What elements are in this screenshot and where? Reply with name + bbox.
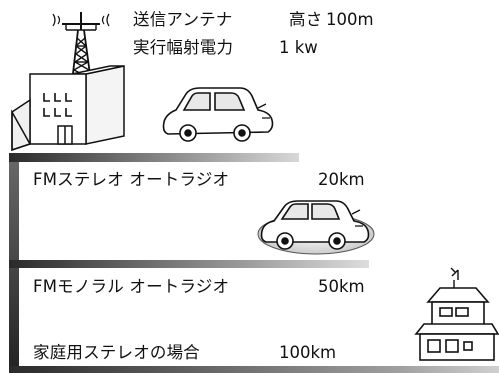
- antenna-height-value: 100m: [326, 10, 374, 29]
- broadcast-station-building-icon: [11, 65, 125, 152]
- fm-mono-car-radio-label: FMモノラル オートラジオ: [33, 277, 230, 296]
- radiated-power-value: 1 kw: [279, 38, 318, 57]
- signal-range-bar-100km: [9, 366, 499, 373]
- antenna-height-label: 高さ: [289, 10, 323, 29]
- fm-mono-car-radio-range: 50km: [318, 277, 365, 296]
- fm-stereo-car-radio-range: 20km: [318, 170, 365, 189]
- signal-range-bar-50km: [9, 260, 369, 268]
- house-icon: [414, 267, 499, 361]
- fm-stereo-car-radio-label: FMステレオ オートラジオ: [33, 170, 230, 189]
- antenna-label: 送信アンテナ: [133, 10, 233, 29]
- radiated-power-label: 実行幅射電力: [133, 38, 234, 57]
- signal-range-bar-20km: [9, 153, 299, 162]
- home-stereo-label: 家庭用ステレオの場合: [33, 343, 200, 362]
- car-icon-1: [162, 87, 274, 142]
- home-stereo-range: 100km: [279, 343, 337, 362]
- car-icon-2: [257, 200, 375, 255]
